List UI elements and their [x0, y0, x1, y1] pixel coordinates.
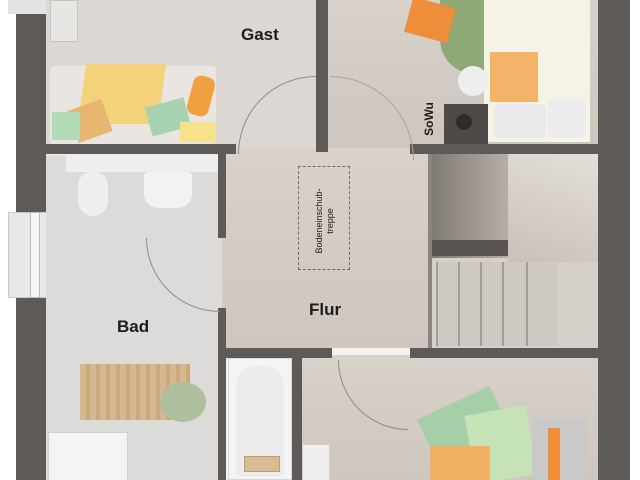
- bottom-blanket-orange: [430, 446, 490, 480]
- window-gast: [8, 0, 52, 14]
- stair-upper-flight: [508, 154, 598, 262]
- attic-stair-hatch[interactable]: [298, 166, 350, 270]
- bath-tray: [244, 456, 280, 472]
- stair-left-edge: [428, 154, 432, 348]
- stair-step: [526, 262, 558, 346]
- outer-margin-right: [630, 0, 640, 480]
- sowu-pillow-2: [548, 100, 586, 138]
- room-flur-floor: [222, 148, 432, 348]
- stair-step: [502, 262, 528, 346]
- sowu-blanket-orange: [490, 52, 538, 102]
- room-bad-floor: [46, 155, 222, 480]
- room-label-flur: Flur: [309, 300, 342, 319]
- wall-flur-bottom-right: [410, 348, 598, 358]
- wall-flur-bottom-left: [222, 348, 332, 358]
- stair-landing-edge: [430, 240, 508, 256]
- wall-bad-flur-lower: [218, 308, 226, 480]
- stair-step: [458, 262, 482, 346]
- bad-cabinet: [48, 432, 128, 480]
- bottom-shelf-item: [548, 428, 560, 480]
- sowu-stool: [458, 66, 488, 96]
- wall-bath-right: [292, 355, 302, 480]
- gast-pillow-mint: [52, 112, 80, 140]
- room-label-gast: Gast: [241, 25, 279, 44]
- bottom-box: [302, 444, 330, 480]
- sink: [144, 172, 192, 208]
- window-bad-frame: [30, 212, 40, 298]
- wall-gast-flur-stub: [316, 0, 328, 152]
- sowu-lamp: [456, 114, 472, 130]
- sowu-pillow: [494, 104, 546, 138]
- gast-pillow-yellow: [180, 122, 216, 142]
- gast-cabinet: [50, 0, 78, 42]
- bad-counter: [66, 154, 218, 172]
- stair-step: [480, 262, 504, 346]
- outer-wall-right: [598, 0, 630, 480]
- bad-plant: [160, 382, 206, 422]
- wall-gast-bad: [46, 144, 236, 154]
- toilet: [78, 172, 108, 216]
- stair-step: [436, 262, 460, 346]
- wall-sowu-bottom: [410, 144, 598, 154]
- attic-stair-label: Bodeneinschub- treppe: [314, 188, 335, 254]
- room-label-bad: Bad: [117, 317, 150, 336]
- wall-bad-flur: [218, 150, 226, 238]
- room-label-sowu: SoWu: [421, 102, 436, 136]
